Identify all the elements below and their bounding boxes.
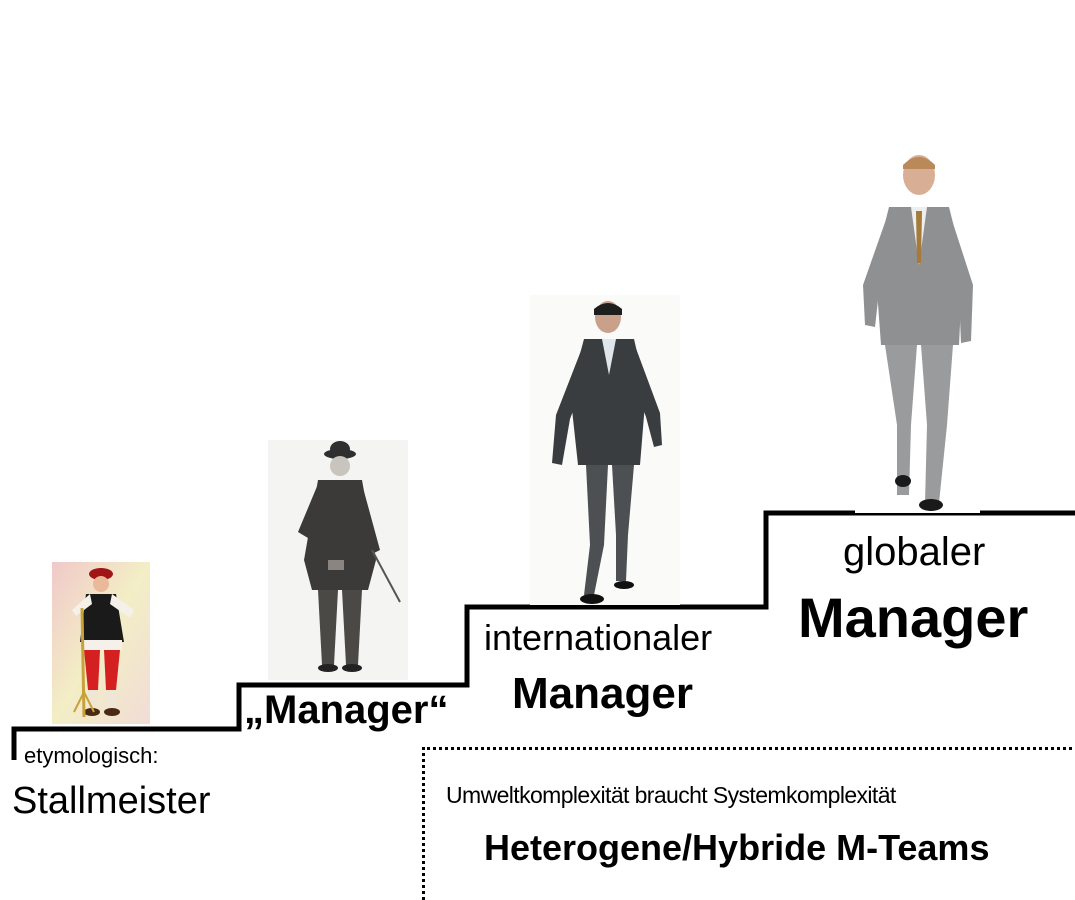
global-manager-figure	[855, 145, 980, 513]
step4-caption: globaler	[843, 530, 986, 574]
step2-title: „Manager“	[244, 688, 449, 732]
step3-title: Manager	[512, 669, 693, 718]
teams-heading: Heterogene/Hybride M-Teams	[484, 827, 990, 868]
complexity-statement: Umweltkomplexität braucht Systemkomplexi…	[446, 782, 896, 808]
team-complexity-box	[422, 747, 1075, 900]
staircase-line	[11, 510, 1075, 760]
vintage-manager-figure	[268, 440, 408, 680]
step1-caption: etymologisch:	[24, 743, 159, 768]
stable-master-figure	[52, 562, 150, 724]
step4-title: Manager	[798, 586, 1029, 649]
step1-title: Stallmeister	[12, 780, 211, 822]
international-manager-figure	[530, 295, 680, 605]
step3-caption: internationaler	[484, 617, 713, 658]
